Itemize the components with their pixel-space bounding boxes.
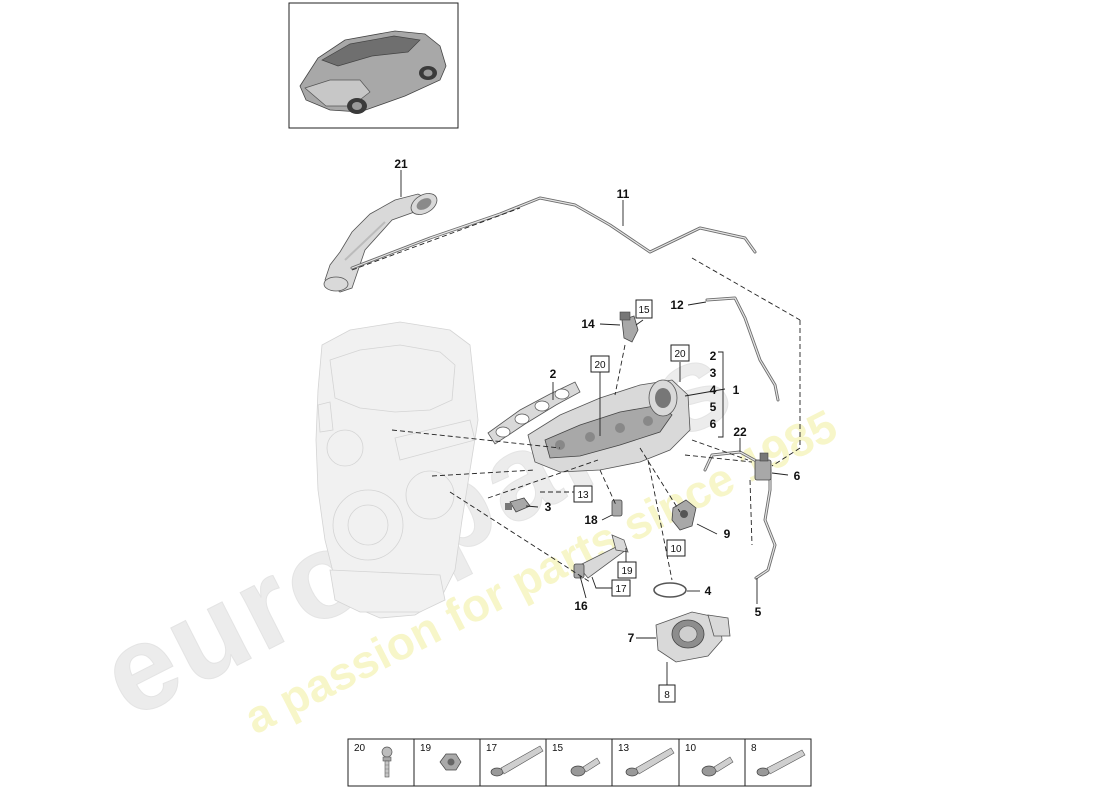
callout-group-2: 2 xyxy=(710,349,717,363)
callout-16: 16 xyxy=(574,599,588,613)
svg-text:17: 17 xyxy=(615,584,627,595)
hardware-cell-label: 8 xyxy=(751,743,757,754)
callout-6: 6 xyxy=(794,469,801,483)
pressure-sensor-part xyxy=(671,499,697,531)
dashed-leader-lines xyxy=(351,207,801,583)
ball-stud-icon xyxy=(381,746,393,778)
callout-21: 21 xyxy=(394,157,408,171)
support-bracket-part xyxy=(573,534,629,579)
hardware-cell-17: 17 xyxy=(486,743,544,777)
valve-part xyxy=(754,452,772,481)
short-bolt-icon xyxy=(701,756,734,777)
hardware-cell-label: 15 xyxy=(552,743,564,754)
intake-manifold-part xyxy=(527,379,691,473)
callout-group-5: 5 xyxy=(710,400,717,414)
hardware-cell-19: 19 xyxy=(420,743,462,771)
vehicle-thumbnail xyxy=(288,2,459,129)
boxed-callouts: 15 20 20 13 10 19 17 8 xyxy=(573,299,690,703)
hardware-cell-label: 20 xyxy=(354,743,366,754)
callout-labels: 21 11 12 14 2 2 3 4 5 6 1 22 6 9 5 4 7 3… xyxy=(394,157,800,645)
svg-text:20: 20 xyxy=(674,349,686,360)
long-bolt-icon xyxy=(490,745,544,777)
boxed-callout-13: 13 xyxy=(573,485,593,503)
boxed-callout-20-b: 20 xyxy=(670,344,690,362)
boxed-callout-17: 17 xyxy=(611,579,631,597)
connector-part xyxy=(611,499,623,517)
hardware-cell-label: 19 xyxy=(420,743,432,754)
callout-group-6: 6 xyxy=(710,417,717,431)
hardware-cell-10: 10 xyxy=(685,743,734,777)
hardware-cell-13: 13 xyxy=(618,743,675,777)
hardware-cell-20: 20 xyxy=(354,743,393,778)
callout-group-4: 4 xyxy=(710,383,717,397)
o-ring-part xyxy=(653,582,687,598)
sensor-part xyxy=(619,311,639,343)
callout-5: 5 xyxy=(755,605,762,619)
svg-text:20: 20 xyxy=(594,360,606,371)
svg-text:10: 10 xyxy=(670,544,682,555)
boxed-callout-8: 8 xyxy=(658,684,676,703)
svg-text:15: 15 xyxy=(638,305,650,316)
leader-lines xyxy=(400,170,789,685)
boxed-callout-20-a: 20 xyxy=(590,355,610,373)
long-bolt-icon xyxy=(756,749,806,777)
vent-line-part xyxy=(350,196,757,270)
callout-14: 14 xyxy=(581,317,595,331)
callout-18: 18 xyxy=(584,513,598,527)
callout-2: 2 xyxy=(550,367,557,381)
hardware-cell-15: 15 xyxy=(552,743,601,777)
svg-text:19: 19 xyxy=(621,566,633,577)
throttle-body-part xyxy=(655,611,731,663)
short-bolt-icon xyxy=(570,757,601,777)
callout-22: 22 xyxy=(733,425,747,439)
callout-9: 9 xyxy=(724,527,731,541)
callout-1: 1 xyxy=(733,383,740,397)
callout-4: 4 xyxy=(705,584,712,598)
boxed-callout-19: 19 xyxy=(617,561,637,579)
hardware-cell-label: 13 xyxy=(618,743,630,754)
long-bolt-icon xyxy=(625,747,675,777)
hardware-cell-label: 10 xyxy=(685,743,697,754)
callout-7: 7 xyxy=(628,631,635,645)
engine-block xyxy=(315,321,479,619)
hardware-cell-label: 17 xyxy=(486,743,498,754)
callout-12: 12 xyxy=(670,298,684,312)
hex-nut-icon xyxy=(439,753,462,771)
callout-3: 3 xyxy=(545,500,552,514)
callout-11: 11 xyxy=(617,187,630,201)
svg-text:8: 8 xyxy=(664,690,670,701)
callout-group-3: 3 xyxy=(710,366,717,380)
hardware-cell-8: 8 xyxy=(751,743,806,777)
boxed-callout-10: 10 xyxy=(666,539,686,557)
svg-text:13: 13 xyxy=(577,490,589,501)
manifold-gasket-part xyxy=(487,381,581,445)
hardware-table: 20 19 17 15 xyxy=(347,738,812,787)
boxed-callout-15: 15 xyxy=(635,299,653,319)
